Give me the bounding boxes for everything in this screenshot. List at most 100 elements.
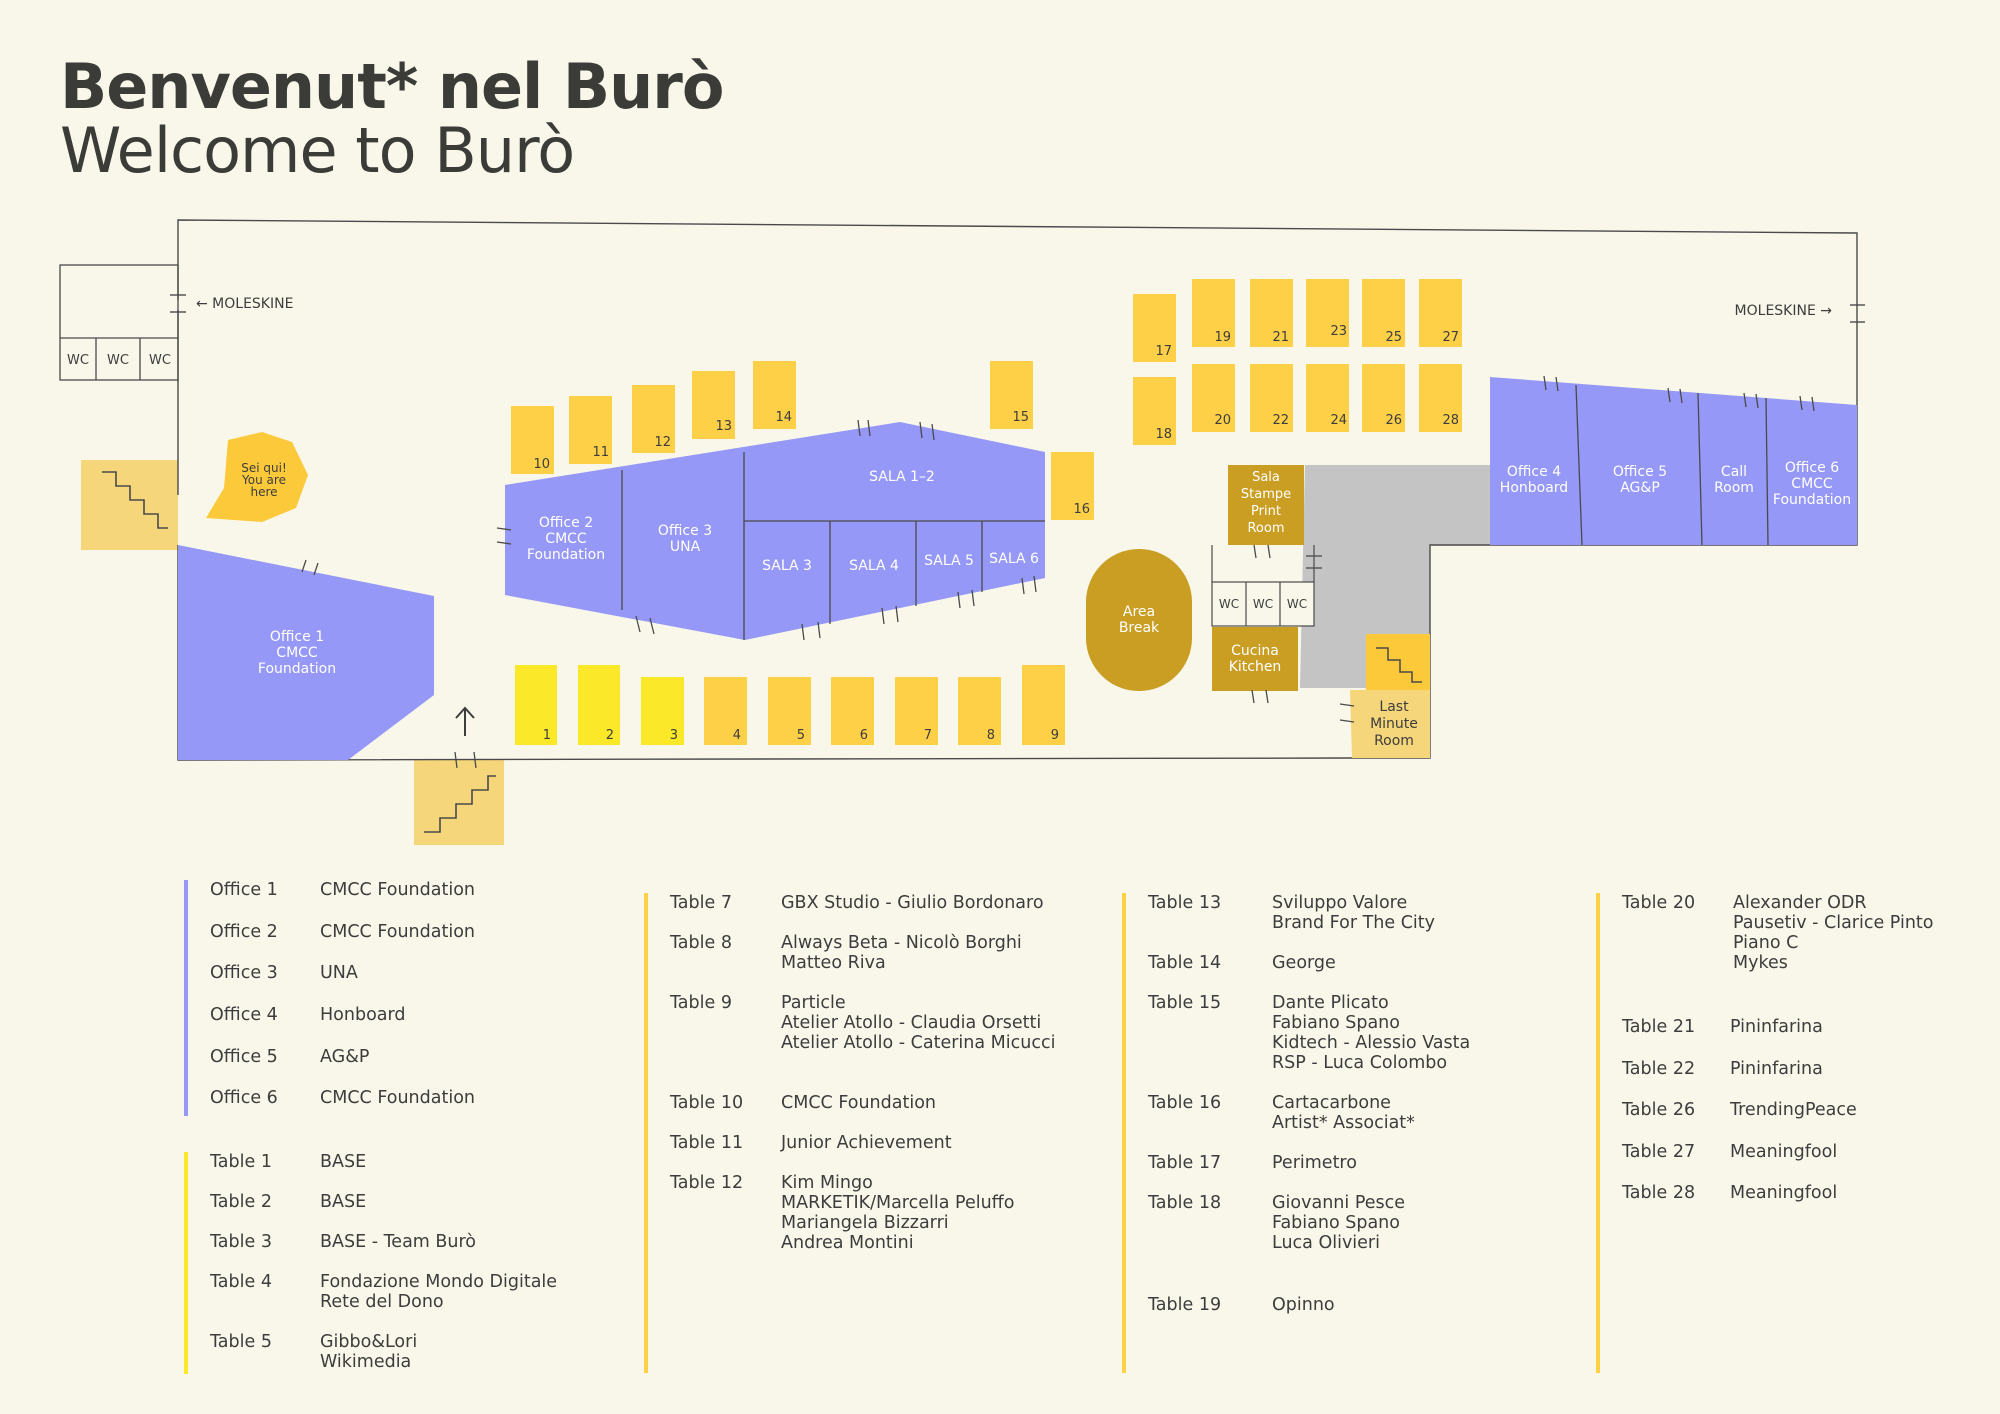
table-7[interactable] bbox=[895, 677, 938, 745]
table-17[interactable] bbox=[1133, 294, 1176, 362]
table-9[interactable] bbox=[1022, 665, 1065, 745]
legend-value-line: Meaningfool bbox=[1730, 1183, 1838, 1203]
table-16[interactable] bbox=[1051, 452, 1094, 520]
table-6-number: 6 bbox=[860, 728, 868, 743]
you-are-here-line3: here bbox=[250, 485, 277, 499]
corridor bbox=[1300, 465, 1490, 688]
legend-label: Table 26 bbox=[1622, 1100, 1696, 1120]
area-break[interactable] bbox=[1086, 549, 1192, 691]
last-minute-line2: Minute bbox=[1370, 716, 1418, 732]
right-office-strip bbox=[1490, 377, 1857, 545]
legend-label: Table 15 bbox=[1148, 993, 1222, 1013]
table-13-number: 13 bbox=[715, 419, 732, 434]
last-minute-room[interactable] bbox=[1350, 690, 1430, 758]
sala-3-label: SALA 3 bbox=[762, 558, 812, 574]
table-13[interactable] bbox=[692, 371, 735, 439]
table-28[interactable] bbox=[1419, 364, 1462, 432]
table-14[interactable] bbox=[753, 361, 796, 429]
door-tick bbox=[1679, 388, 1683, 404]
legend-value-line: TrendingPeace bbox=[1730, 1100, 1857, 1120]
legend-bar-tables bbox=[1122, 893, 1126, 1373]
legend-value-line: Honboard bbox=[320, 1005, 406, 1025]
title-block: Benvenut* nel Burò Welcome to Burò bbox=[60, 55, 724, 187]
table-21[interactable] bbox=[1250, 279, 1293, 347]
legend-value-line: Cartacarbone bbox=[1272, 1093, 1391, 1113]
table-5[interactable] bbox=[768, 677, 811, 745]
up-arrow-icon-head bbox=[455, 706, 475, 719]
table-3[interactable] bbox=[641, 677, 684, 745]
table-25[interactable] bbox=[1362, 279, 1405, 347]
door-tick bbox=[454, 751, 458, 769]
legend-value-line: Gibbo&Lori bbox=[320, 1332, 418, 1352]
legend-value-line: Mykes bbox=[1733, 953, 1788, 973]
table-24[interactable] bbox=[1306, 364, 1349, 432]
table-12[interactable] bbox=[632, 385, 675, 453]
legend-label: Table 27 bbox=[1622, 1142, 1696, 1162]
area-break-line1: Area bbox=[1123, 604, 1155, 620]
table-2[interactable] bbox=[578, 665, 620, 745]
moleskine-left-label: ← MOLESKINE bbox=[196, 296, 293, 312]
table-25-number: 25 bbox=[1385, 330, 1402, 345]
office-1[interactable] bbox=[178, 545, 434, 760]
legend-value-line: MARKETIK/Marcella Peluffo bbox=[781, 1193, 1015, 1213]
table-27[interactable] bbox=[1419, 279, 1462, 347]
legend-value-line: Rete del Dono bbox=[320, 1292, 444, 1312]
table-22[interactable] bbox=[1250, 364, 1293, 432]
legend-label: Office 4 bbox=[210, 1005, 278, 1025]
table-19-number: 19 bbox=[1214, 330, 1231, 345]
table-18[interactable] bbox=[1133, 377, 1176, 445]
legend-value: Perimetro bbox=[1272, 1153, 1357, 1173]
sala-stampe-line1: Sala bbox=[1252, 470, 1280, 485]
legend-label: Office 2 bbox=[210, 922, 278, 942]
door-tick bbox=[1033, 575, 1037, 593]
table-11[interactable] bbox=[569, 396, 612, 464]
table-26[interactable] bbox=[1362, 364, 1405, 432]
table-6[interactable] bbox=[831, 677, 874, 745]
legend-value-line: AG&P bbox=[320, 1047, 370, 1067]
legend-value-line: Matteo Riva bbox=[781, 953, 886, 973]
table-18-number: 18 bbox=[1155, 427, 1172, 442]
door-tick bbox=[1339, 703, 1355, 707]
table-23[interactable] bbox=[1306, 279, 1349, 347]
stairs-right bbox=[1366, 634, 1430, 690]
legend-label: Table 16 bbox=[1148, 1093, 1222, 1113]
table-4[interactable] bbox=[704, 677, 747, 745]
office-2-line3: Foundation bbox=[527, 547, 605, 563]
office-6-line3: Foundation bbox=[1773, 492, 1851, 508]
legend-label: Office 6 bbox=[210, 1088, 278, 1108]
legend-label: Table 1 bbox=[210, 1152, 272, 1172]
legend-label: Table 11 bbox=[670, 1133, 744, 1153]
stairs-bottom bbox=[414, 760, 504, 845]
legend-value-line: Kidtech - Alessio Vasta bbox=[1272, 1033, 1471, 1053]
table-20[interactable] bbox=[1192, 364, 1235, 432]
legend-value-line: Sviluppo Valore bbox=[1272, 893, 1408, 913]
last-minute-line1: Last bbox=[1379, 699, 1409, 715]
table-10[interactable] bbox=[511, 406, 554, 474]
legend-label: Table 19 bbox=[1148, 1295, 1222, 1315]
cucina-kitchen[interactable] bbox=[1212, 627, 1298, 691]
table-1[interactable] bbox=[515, 665, 557, 745]
door-tick bbox=[931, 423, 935, 441]
table-1-number: 1 bbox=[543, 728, 551, 743]
legend-value-line: BASE bbox=[320, 1192, 367, 1212]
legend-value: Meaningfool bbox=[1730, 1183, 1837, 1203]
legend-label: Office 1 bbox=[210, 880, 278, 900]
table-27-number: 27 bbox=[1442, 330, 1459, 345]
table-15[interactable] bbox=[990, 361, 1033, 429]
door-tick bbox=[867, 419, 871, 437]
legend-value: TrendingPeace bbox=[1730, 1100, 1857, 1120]
table-16-number: 16 bbox=[1073, 502, 1090, 517]
table-8[interactable] bbox=[958, 677, 1001, 745]
legend-value: BASE - Team Burò bbox=[320, 1232, 476, 1252]
wc-label: WC bbox=[107, 353, 129, 368]
sala-stampe[interactable] bbox=[1228, 465, 1304, 545]
wc-label: WC bbox=[149, 353, 171, 368]
title-english: Welcome to Burò bbox=[60, 114, 575, 187]
table-20-number: 20 bbox=[1214, 413, 1231, 428]
stairs-right-steps bbox=[1376, 647, 1422, 683]
table-19[interactable] bbox=[1192, 279, 1235, 347]
